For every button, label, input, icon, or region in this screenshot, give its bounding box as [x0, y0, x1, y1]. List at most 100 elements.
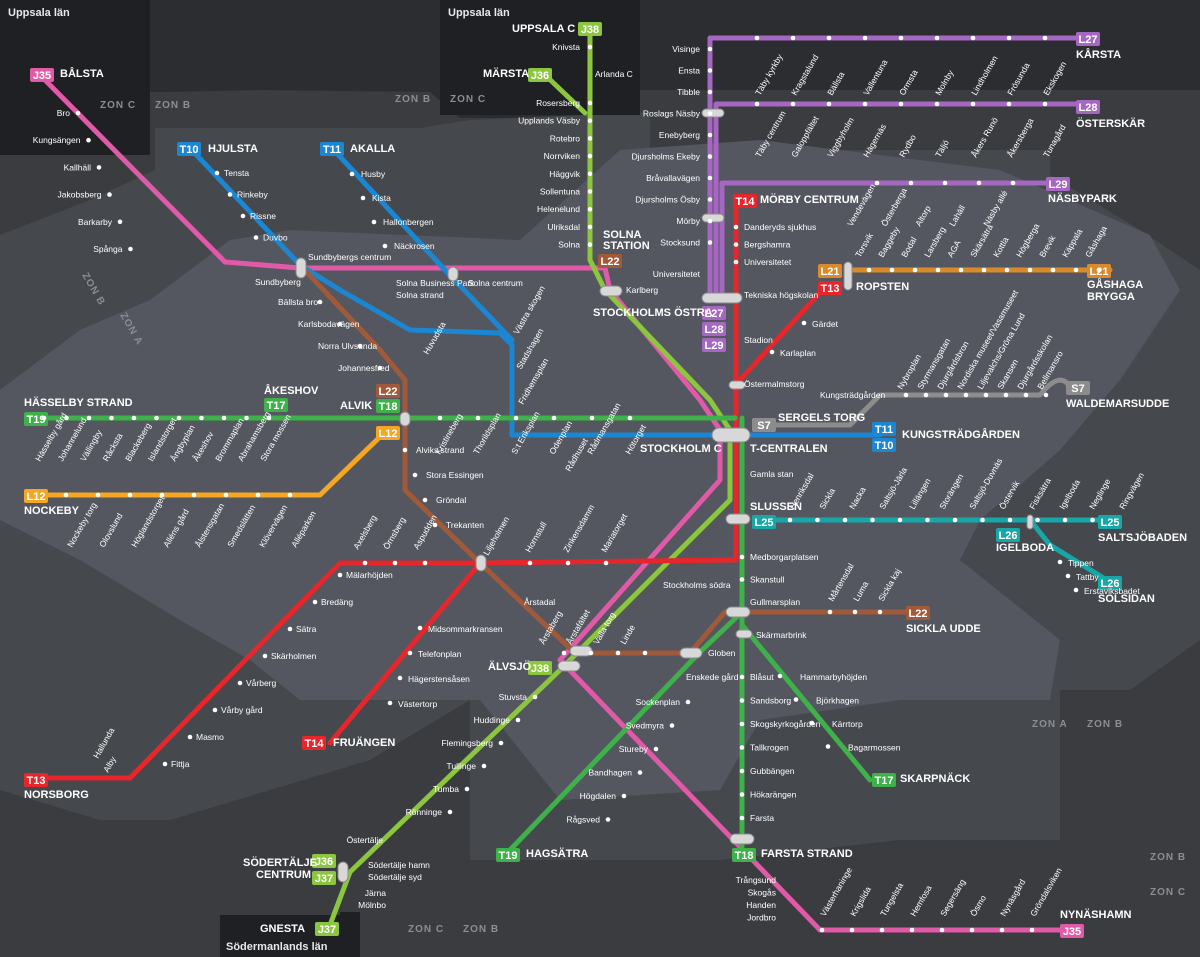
station-label[interactable]: Hammarbyhöjden	[800, 672, 867, 682]
station-label[interactable]: Stockholms södra	[663, 580, 731, 590]
terminal-waldemarsudde[interactable]: WALDEMARSUDDE	[1066, 398, 1169, 410]
terminal-sickla-udde[interactable]: SICKLA UDDE	[906, 623, 981, 635]
station-label[interactable]: Skogskyrkogården	[750, 719, 821, 729]
line-badge-j38[interactable]: J38	[578, 22, 602, 36]
station-label[interactable]: Sandsborg	[750, 696, 791, 706]
station-label[interactable]: Rågsved	[566, 815, 600, 825]
station-label[interactable]: Tallkrogen	[750, 743, 789, 753]
station-label[interactable]: Svedmyra	[626, 721, 665, 731]
line-badge-t11[interactable]: T11	[872, 422, 896, 436]
station-label[interactable]: Duvbo	[263, 233, 288, 243]
station-label[interactable]: Stocksund	[660, 238, 700, 248]
terminal-ropsten[interactable]: ROPSTEN	[856, 281, 909, 293]
station-label[interactable]: Bråvallavägen	[646, 173, 700, 183]
station-label[interactable]: Midsommarkransen	[428, 624, 503, 634]
station-label[interactable]: Bandhagen	[589, 768, 633, 778]
station-label[interactable]: Rosersberg	[536, 98, 580, 108]
interchange-solna-centrum[interactable]	[447, 266, 459, 282]
line-badge-t13[interactable]: T13	[818, 281, 842, 295]
station-label[interactable]: Barkarby	[78, 217, 113, 227]
station-label[interactable]: Norrviken	[544, 151, 581, 161]
interchange-slussen[interactable]	[725, 513, 751, 525]
terminal-nynashamn[interactable]: NYNÄSHAMN	[1060, 908, 1132, 921]
line-badge-t19[interactable]: T19	[24, 412, 48, 426]
terminal-fruangen[interactable]: FRUÄNGEN	[333, 736, 395, 749]
station-label[interactable]: Rönninge	[406, 807, 443, 817]
station-label[interactable]: Skärmarbrink	[756, 630, 807, 640]
station-label[interactable]: Flemingsberg	[442, 738, 494, 748]
interchange-gullmarsplan[interactable]	[725, 606, 751, 618]
terminal-solsidan[interactable]: SOLSIDAN	[1098, 593, 1155, 605]
station-label[interactable]: Sockenplan	[636, 697, 681, 707]
station-label[interactable]: Mörby	[676, 216, 700, 226]
station-label[interactable]: Mölnbo	[358, 900, 386, 910]
terminal-hasselby[interactable]: HÄSSELBY STRAND	[24, 396, 133, 409]
station-label[interactable]: Karlberg	[626, 285, 658, 295]
station-label[interactable]: Järna	[365, 888, 387, 898]
station-label[interactable]: Solna	[558, 240, 580, 250]
terminal-morby[interactable]: MÖRBY CENTRUM	[760, 193, 859, 206]
terminal-alvik[interactable]: ALVIK	[340, 400, 372, 412]
station-label[interactable]: Gamla stan	[750, 469, 794, 479]
station-label[interactable]: Bergshamra	[744, 240, 791, 250]
line-badge-t13[interactable]: T13	[24, 773, 48, 787]
station-label[interactable]: Vårberg	[246, 678, 277, 688]
station-label[interactable]: Medborgarplatsen	[750, 552, 819, 562]
line-badge-l26[interactable]: L26	[1098, 576, 1122, 590]
line-badge-t17[interactable]: T17	[872, 773, 896, 787]
interchange-alvsjo[interactable]	[557, 660, 581, 672]
station-label[interactable]: Solna Business Park	[396, 278, 475, 288]
station-label[interactable]: Solna centrum	[468, 278, 523, 288]
station-label[interactable]: Johannesfred	[338, 363, 390, 373]
line-badge-j37[interactable]: J37	[315, 922, 339, 936]
station-label[interactable]: Telefonplan	[418, 649, 462, 659]
terminal-balsta[interactable]: BÅLSTA	[60, 67, 104, 80]
station-label[interactable]: Husby	[361, 169, 386, 179]
line-badge-s7[interactable]: S7	[1066, 381, 1090, 395]
interchange-alvik[interactable]	[399, 411, 411, 427]
station-label[interactable]: Handen	[746, 900, 776, 910]
line-badge-j37[interactable]: J37	[312, 871, 336, 885]
station-label[interactable]: Enebyberg	[659, 130, 700, 140]
terminal-sodertalje[interactable]: SÖDERTÄLJE	[243, 856, 317, 869]
station-label[interactable]: Stora Essingen	[426, 470, 484, 480]
station-label[interactable]: Vårby gård	[221, 705, 263, 715]
station-label[interactable]: Rissne	[250, 211, 276, 221]
line-badge-t17[interactable]: T17	[264, 398, 288, 412]
terminal-solna-station[interactable]: SOLNA	[603, 229, 642, 241]
station-label[interactable]: Alviks strand	[416, 445, 464, 455]
terminal-nockeby[interactable]: NOCKEBY	[24, 505, 80, 517]
station-label[interactable]: Universitetet	[744, 257, 792, 267]
interchange-igelboda[interactable]	[1026, 514, 1034, 530]
station-label[interactable]: Farsta	[750, 813, 774, 823]
line-badge-t14[interactable]: T14	[302, 736, 326, 750]
line-badge-s7[interactable]: S7	[752, 418, 776, 432]
station-label[interactable]: Gröndal	[436, 495, 466, 505]
line-badge-l25[interactable]: L25	[1098, 515, 1122, 529]
station-label[interactable]: Bredäng	[321, 597, 353, 607]
station-label[interactable]: Kista	[372, 193, 391, 203]
station-label[interactable]: Kallhäll	[64, 162, 92, 172]
terminal-norsborg[interactable]: NORSBORG	[24, 789, 89, 801]
line-badge-l29[interactable]: L29	[1046, 177, 1070, 191]
station-label[interactable]: Östermalmstorg	[744, 379, 805, 389]
station-label[interactable]: Skanstull	[750, 575, 785, 585]
station-label[interactable]: Skärholmen	[271, 651, 317, 661]
station-label[interactable]: Skogås	[748, 888, 776, 898]
station-label[interactable]: Djursholms Ösby	[635, 195, 700, 205]
station-label[interactable]: Arlanda C	[595, 69, 633, 79]
station-label[interactable]: Ensta	[678, 66, 700, 76]
line-badge-l25[interactable]: L25	[752, 515, 776, 529]
station-label[interactable]: Bro	[57, 108, 71, 118]
station-label[interactable]: Kärrtorp	[832, 719, 863, 729]
terminal-nasbypark[interactable]: NÄSBYPARK	[1048, 192, 1117, 205]
terminal-akeshov[interactable]: ÅKESHOV	[264, 384, 319, 397]
station-label[interactable]: Hägerstensåsen	[408, 674, 470, 684]
interchange-ostermalmstorg[interactable]	[728, 380, 746, 390]
line-badge-t18[interactable]: T18	[732, 848, 756, 862]
line-badge-t19[interactable]: T19	[496, 848, 520, 862]
line-badge-l12[interactable]: L12	[376, 426, 400, 440]
terminal-uppsala[interactable]: UPPSALA C	[512, 23, 575, 35]
station-label[interactable]: Sätra	[296, 624, 317, 634]
station-label[interactable]: Jakobsberg	[58, 190, 102, 200]
